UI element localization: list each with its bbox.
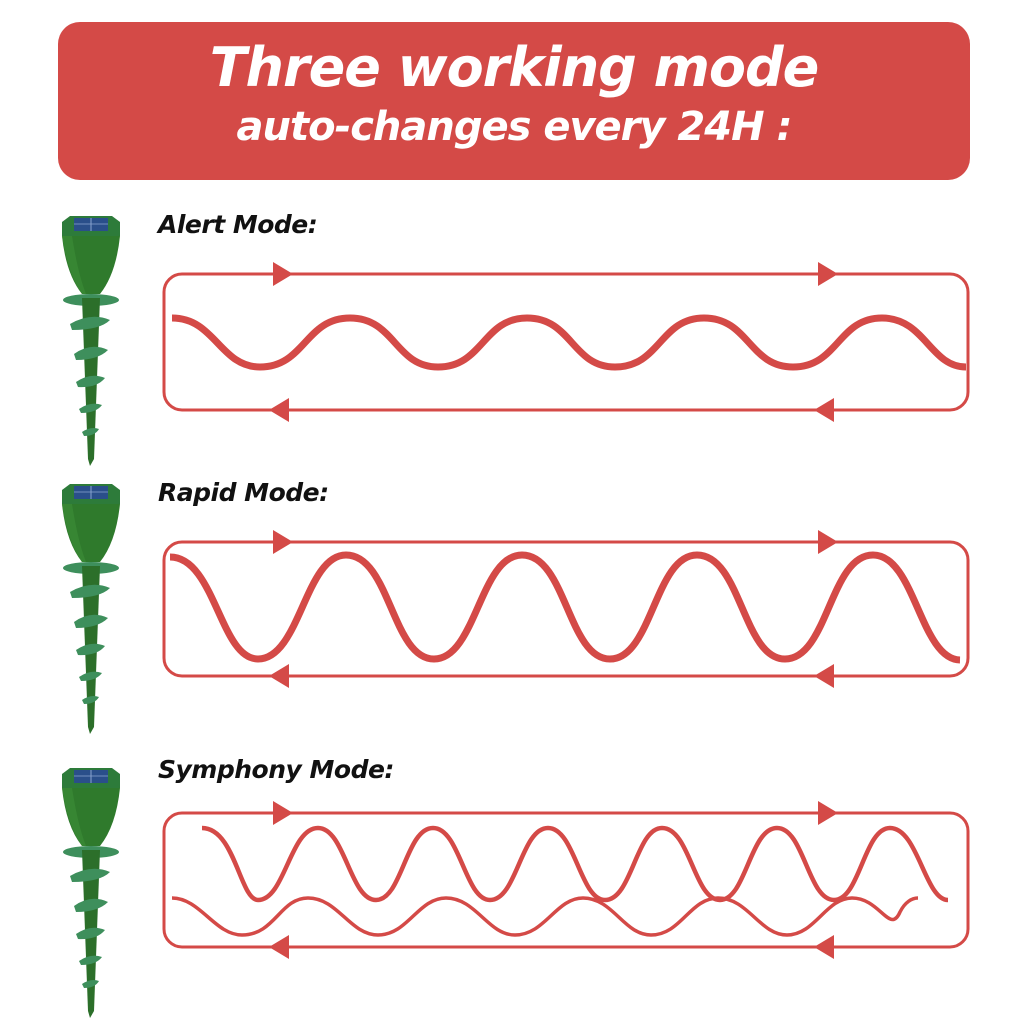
arrow-right-icon	[273, 262, 293, 286]
solar-stake-repeller-icon	[62, 216, 120, 466]
arrow-right-icon	[273, 530, 293, 554]
loop-path	[162, 540, 970, 678]
arrow-right-icon	[273, 801, 293, 825]
device-body	[62, 216, 120, 466]
loop-path	[162, 811, 970, 949]
rapid-mode-diagram	[162, 530, 970, 688]
alert-mode-diagram	[162, 262, 970, 422]
solar-stake-repeller-icon	[62, 484, 120, 734]
header-subtitle: auto-changes every 24H :	[236, 104, 793, 150]
mode-label-symphony: Symphony Mode:	[158, 755, 394, 784]
arrow-left-icon	[269, 398, 289, 422]
arrow-right-icon	[818, 801, 838, 825]
header-title: Three working mode	[209, 36, 820, 99]
symphony-wave-large	[201, 825, 949, 903]
mode-label-rapid: Rapid Mode:	[158, 478, 329, 507]
arrow-left-icon	[269, 664, 289, 688]
arrow-left-icon	[814, 664, 834, 688]
arrow-right-icon	[818, 530, 838, 554]
solar-stake-repeller-icon	[62, 768, 120, 1018]
symphony-mode-diagram	[162, 801, 970, 959]
arrow-right-icon	[818, 262, 838, 286]
header-banner: Three working mode auto-changes every 24…	[58, 22, 970, 180]
arrow-left-icon	[814, 935, 834, 959]
arrow-left-icon	[814, 398, 834, 422]
symphony-wave-small	[171, 896, 919, 937]
mode-label-alert: Alert Mode:	[158, 210, 318, 239]
rapid-wave	[169, 551, 961, 664]
arrow-left-icon	[269, 935, 289, 959]
alert-wave	[171, 314, 967, 371]
loop-path	[162, 272, 970, 412]
